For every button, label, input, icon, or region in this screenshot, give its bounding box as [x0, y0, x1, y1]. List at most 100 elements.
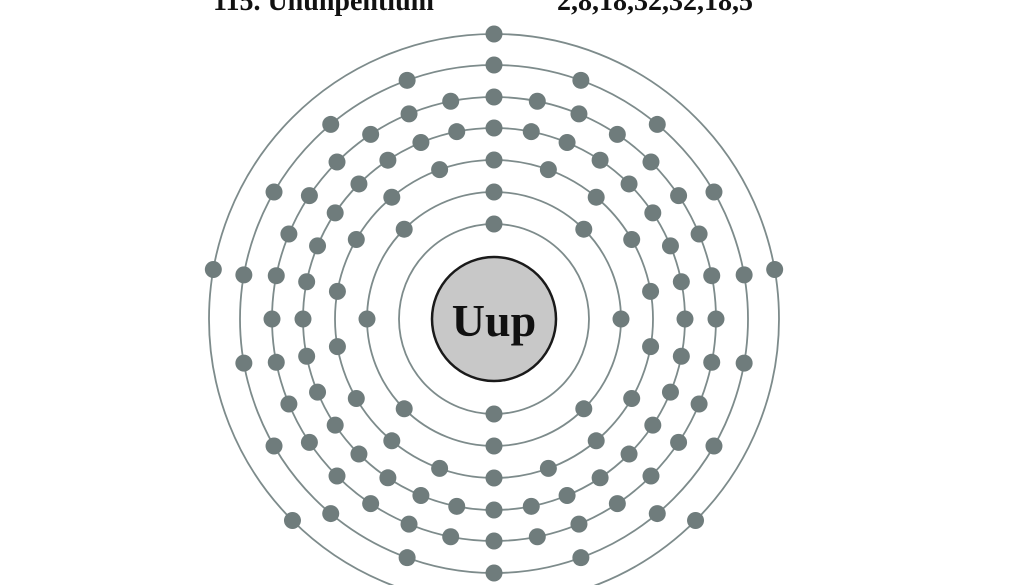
electron	[690, 395, 708, 413]
electron	[558, 134, 576, 152]
electron	[539, 459, 557, 477]
electron	[267, 267, 285, 285]
electron	[522, 123, 540, 141]
electron	[642, 467, 660, 485]
electron	[705, 437, 723, 455]
electron	[587, 432, 605, 450]
electron	[322, 505, 340, 523]
electron	[328, 282, 346, 300]
electron	[328, 467, 346, 485]
electron	[283, 512, 301, 530]
electron	[265, 183, 283, 201]
electron	[735, 266, 753, 284]
electron	[362, 125, 380, 143]
electron	[672, 347, 690, 365]
electron	[572, 549, 590, 567]
electron	[644, 416, 662, 434]
electron	[591, 151, 609, 169]
electron	[703, 353, 721, 371]
electron	[642, 338, 660, 356]
electron	[400, 515, 418, 533]
electron	[485, 405, 503, 423]
electron	[485, 215, 503, 233]
electron	[642, 153, 660, 171]
electron	[204, 261, 222, 279]
electron	[623, 390, 641, 407]
electron	[623, 231, 641, 248]
electron	[265, 437, 283, 455]
electron	[485, 501, 503, 519]
electron	[442, 528, 460, 546]
electron	[448, 123, 466, 141]
electron-configuration-label: 2,8,18,32,32,18,5	[557, 0, 753, 17]
electron	[280, 225, 298, 243]
electron	[263, 310, 281, 328]
electron	[395, 220, 413, 238]
electron	[485, 437, 503, 455]
electron	[398, 549, 416, 567]
electron	[608, 125, 626, 143]
electron	[687, 512, 705, 530]
electron	[572, 71, 590, 89]
electrons	[204, 25, 784, 582]
nucleus: Uup	[430, 255, 558, 383]
electron	[298, 273, 316, 291]
electron	[235, 354, 253, 372]
electron	[485, 469, 503, 487]
electron	[672, 273, 690, 291]
electron	[485, 183, 503, 201]
electron	[412, 134, 430, 152]
electron	[587, 188, 605, 206]
electron	[485, 25, 503, 43]
electron	[379, 151, 397, 169]
electron	[661, 383, 679, 401]
electron	[347, 390, 365, 407]
electron	[485, 119, 503, 137]
electron	[294, 310, 312, 328]
electron	[485, 88, 503, 106]
electron	[648, 115, 666, 133]
nucleus-circle	[430, 255, 558, 383]
electron	[690, 225, 708, 243]
electron	[280, 395, 298, 413]
electron	[608, 495, 626, 513]
electron	[485, 532, 503, 550]
electron	[431, 161, 449, 179]
electron	[350, 175, 368, 193]
electron	[703, 267, 721, 285]
electron	[328, 153, 346, 171]
electron	[676, 310, 694, 328]
electron	[575, 400, 593, 418]
electron	[528, 528, 546, 546]
electron	[591, 469, 609, 487]
electron	[612, 310, 630, 328]
electron	[707, 310, 725, 328]
electron	[644, 204, 662, 222]
electron	[379, 469, 397, 487]
electron	[267, 353, 285, 371]
electron	[735, 354, 753, 372]
electron	[620, 175, 638, 193]
electron	[442, 92, 460, 110]
electron	[431, 459, 449, 477]
electron	[322, 115, 340, 133]
nucleus-symbol: Uup	[452, 295, 536, 346]
electron	[570, 105, 588, 123]
electron	[485, 56, 503, 74]
electron	[412, 486, 430, 504]
electron	[328, 338, 346, 356]
electron	[347, 231, 365, 248]
electron	[298, 347, 316, 365]
electron	[558, 486, 576, 504]
electron	[528, 92, 546, 110]
electron	[539, 161, 557, 179]
electron	[358, 310, 376, 328]
electron	[235, 266, 253, 284]
electron	[522, 497, 540, 515]
element-name-label: 115. Ununpentium	[213, 0, 434, 17]
electron	[570, 515, 588, 533]
electron	[326, 416, 344, 434]
electron	[448, 497, 466, 515]
electron	[575, 220, 593, 238]
